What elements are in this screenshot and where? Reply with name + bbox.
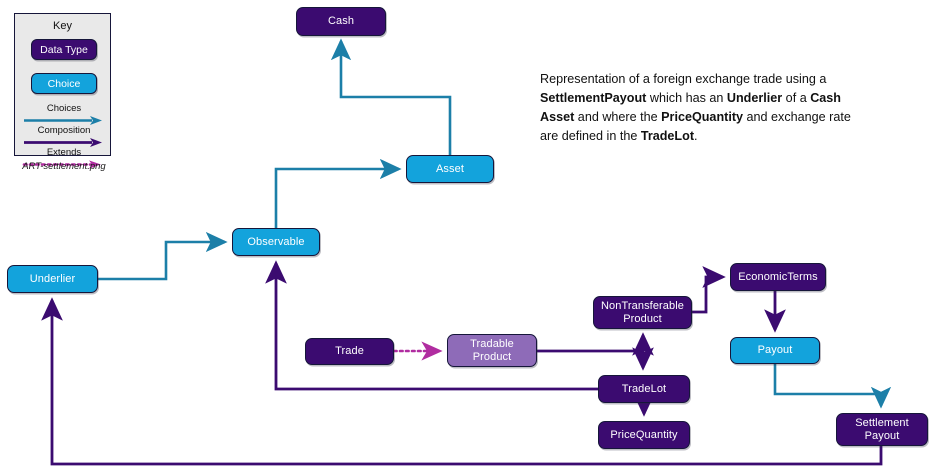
key-legend-composition-label: Composition [37,125,91,136]
key-legend-choices: Choices [22,104,106,127]
node-settlement-payout[interactable]: Settlement Payout [836,413,928,446]
node-economicterms[interactable]: EconomicTerms [730,263,826,291]
description-part-7: PriceQuantity [661,110,744,124]
description-part-6: and where the [574,110,662,124]
node-asset[interactable]: Asset [406,155,494,183]
key-legend-composition: Composition [22,126,106,149]
node-tradable-product[interactable]: Tradable Product [447,334,537,367]
description-part-8: and exchange rate are defined in the [540,110,851,143]
key-legend-extends: Extends [22,148,106,171]
key-legend-extends-label: Extends [46,147,82,158]
description-part-1: SettlementPayout [540,91,647,105]
key-caption: ART-settlement.png [22,161,106,172]
node-underlier[interactable]: Underlier [7,265,98,293]
choices-arrow-icon [24,116,102,125]
description-part-2: which has an [646,91,727,105]
edge-tradelot-to-observable [265,260,598,391]
key-legend-box: Key Data Type Choice Choices Composition… [14,13,111,169]
edge-payout-to-settlement-payout [773,364,892,409]
edge-asset-to-cash [330,38,452,155]
edge-settlement-payout-to-underlier [41,297,883,466]
node-cash[interactable]: Cash [296,7,386,36]
edge-observable-to-asset [274,158,402,228]
description-part-10: . [694,129,698,143]
node-nontransferable-product[interactable]: NonTransferable Product [593,296,692,329]
description-part-0: Representation of a foreign exchange tra… [540,72,827,86]
diagram-description: Representation of a foreign exchange tra… [540,70,860,146]
edge-tradable-product-to-nontransferable [537,332,654,356]
composition-arrow-icon [24,138,102,147]
node-observable[interactable]: Observable [232,228,320,256]
edge-nontransferable-to-economicterms [692,266,726,314]
description-part-4: of a [782,91,811,105]
node-tradelot[interactable]: TradeLot [598,375,690,403]
edge-underlier-to-observable [98,231,228,281]
description-part-5: Cash Asset [540,91,841,124]
key-legend-choices-label: Choices [46,103,82,114]
description-part-3: Underlier [726,91,783,105]
node-pricequantity[interactable]: PriceQuantity [598,421,690,449]
extends-arrow-icon [22,160,101,169]
key-title: Key [53,20,72,32]
key-chip-data-type: Data Type [31,39,97,60]
description-part-9: TradeLot [640,129,695,143]
key-chip-choice: Choice [31,73,97,94]
node-payout[interactable]: Payout [730,337,820,364]
node-trade[interactable]: Trade [305,338,394,365]
